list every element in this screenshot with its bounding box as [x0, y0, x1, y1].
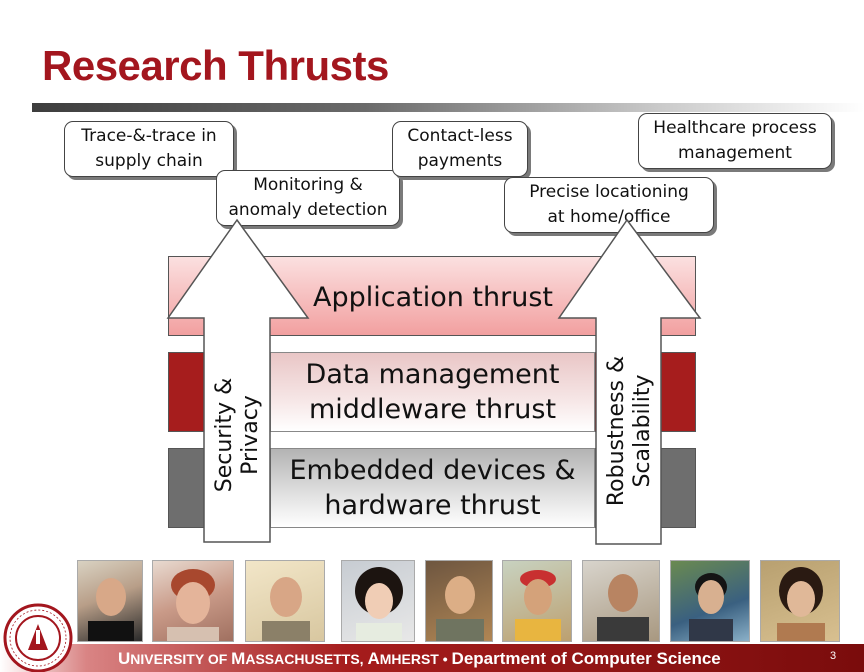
- layer-label-application: Application thrust: [312, 282, 553, 313]
- slide-title: Research Thrusts: [42, 42, 389, 89]
- person-photo-9: [760, 560, 840, 642]
- layer-panel-middleware: [270, 352, 595, 432]
- person-photo-2: [152, 560, 234, 642]
- person-photo-7: [582, 560, 660, 642]
- callout-precise-locationing: Precise locationing at home/office: [504, 177, 714, 233]
- footer-department: Department of Computer Science: [451, 649, 721, 668]
- person-photo-3: [245, 560, 325, 642]
- callout-contactless-payments: Contact-less payments: [392, 121, 528, 177]
- person-photo-8: [670, 560, 750, 642]
- arrow-label-security-privacy: Security & Privacy: [212, 377, 263, 493]
- callout-trace-supply-chain: Trace-&-trace in supply chain: [64, 121, 234, 177]
- layer-label-middleware: Data management middleware thrust: [305, 359, 560, 425]
- arrow-label-robustness-scalability: Robustness & Scalability: [604, 355, 655, 507]
- security-privacy-arrow: [166, 218, 310, 543]
- umass-seal-icon: [3, 603, 73, 672]
- callout-healthcare-process: Healthcare process management: [638, 113, 832, 169]
- callout-monitoring-anomaly: Monitoring & anomaly detection: [216, 170, 400, 226]
- page-number: 3: [830, 650, 837, 662]
- person-photo-6: [502, 560, 572, 642]
- footer-bar: [0, 644, 864, 672]
- person-photo-5: [425, 560, 493, 642]
- footer-institution: UNIVERSITY OF MASSACHUSETTS, AMHERST • D…: [118, 649, 721, 668]
- layer-panel-hardware: [270, 448, 595, 528]
- person-photo-4: [341, 560, 415, 642]
- person-photo-1: [77, 560, 143, 642]
- layer-label-hardware: Embedded devices & hardware thrust: [289, 455, 576, 521]
- title-underline-bar: [32, 103, 864, 112]
- robustness-scalability-arrow: [557, 218, 702, 545]
